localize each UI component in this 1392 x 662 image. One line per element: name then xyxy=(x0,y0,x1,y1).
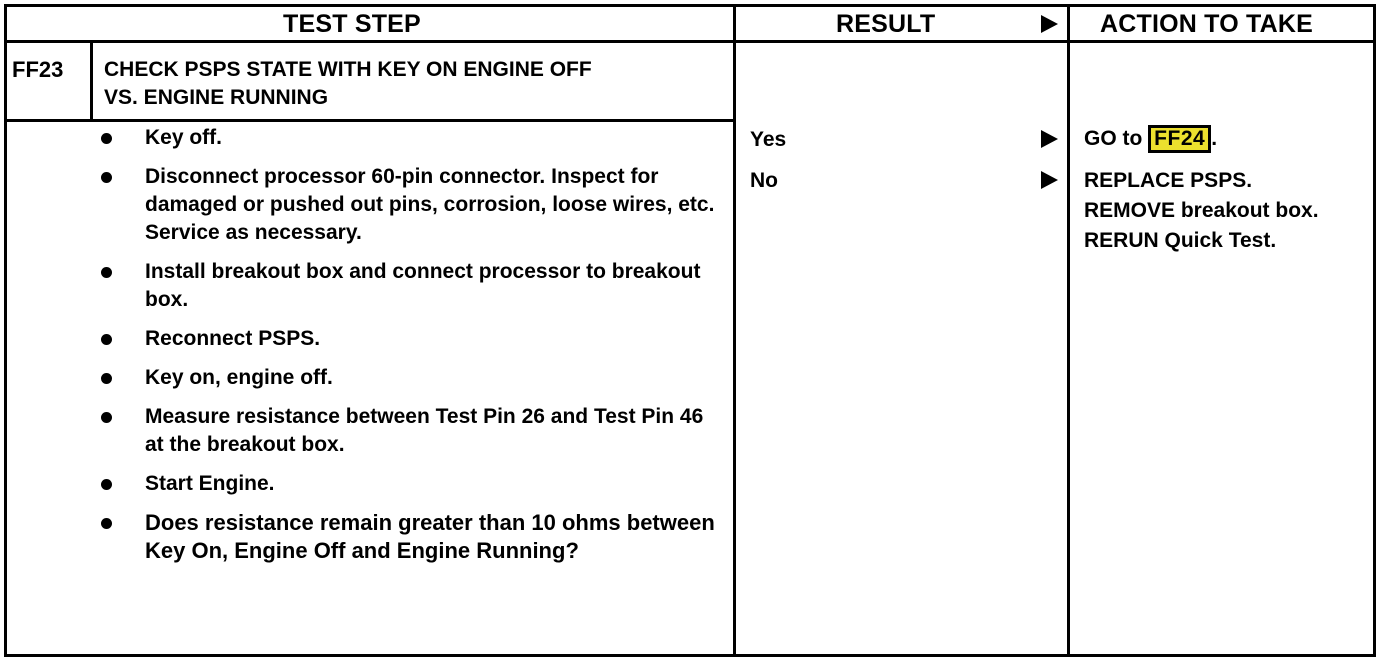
bullet-text: Key on, engine off. xyxy=(145,366,333,389)
bullet-icon xyxy=(101,133,112,144)
bullet-text: Reconnect PSPS. xyxy=(145,327,321,350)
bullet-icon xyxy=(101,334,112,345)
bullet-text: Install breakout box and connect process… xyxy=(145,260,701,311)
bullet-text: Measure resistance between Test Pin 26 a… xyxy=(145,405,704,456)
bullet-item: Measure resistance between Test Pin 26 a… xyxy=(95,403,725,459)
action-no: REPLACE PSPS. REMOVE breakout box. RERUN… xyxy=(1084,169,1319,252)
step-title: CHECK PSPS STATE WITH KEY ON ENGINE OFF … xyxy=(104,56,724,112)
table-frame xyxy=(4,4,1376,657)
bullet-icon xyxy=(101,412,112,423)
header-arrow-icon xyxy=(1041,15,1058,33)
result-yes-arrow-icon xyxy=(1041,130,1058,148)
step-id: FF23 xyxy=(12,57,64,82)
step-title-line1: CHECK PSPS STATE WITH KEY ON ENGINE OFF xyxy=(104,58,592,81)
header-rule xyxy=(4,40,1376,43)
bullet-icon xyxy=(101,172,112,183)
bullet-icon xyxy=(101,518,112,529)
action-yes-suffix: . xyxy=(1211,127,1218,150)
bullet-icon xyxy=(101,267,112,278)
step-title-line2: VS. ENGINE RUNNING xyxy=(104,86,329,109)
step-bullet-list: Key off. Disconnect processor 60-pin con… xyxy=(95,124,725,576)
divider-result-action xyxy=(1067,4,1070,657)
action-yes-prefix: GO to xyxy=(1084,127,1143,150)
result-yes: Yes xyxy=(750,128,787,151)
header-result: RESULT xyxy=(836,10,936,38)
bullet-icon xyxy=(101,479,112,490)
divider-step-result xyxy=(733,4,736,657)
bullet-icon xyxy=(101,373,112,384)
bullet-item: Disconnect processor 60-pin connector. I… xyxy=(95,163,725,247)
bullet-item-question: Does resistance remain greater than 10 o… xyxy=(95,509,725,565)
bullet-item: Key on, engine off. xyxy=(95,364,725,392)
bullet-item: Reconnect PSPS. xyxy=(95,325,725,353)
header-test-step: TEST STEP xyxy=(283,10,421,38)
bullet-item: Start Engine. xyxy=(95,470,725,498)
bullet-item: Install breakout box and connect process… xyxy=(95,258,725,314)
bullet-item: Key off. xyxy=(95,124,725,152)
result-no: No xyxy=(750,169,778,192)
action-yes: GO to FF24. xyxy=(1084,124,1364,154)
step-ref-link[interactable]: FF24 xyxy=(1148,125,1212,153)
bullet-text: Start Engine. xyxy=(145,472,275,495)
bullet-text: Key off. xyxy=(145,126,223,149)
header-action: ACTION TO TAKE xyxy=(1100,10,1313,38)
divider-step-id xyxy=(90,42,93,122)
bullet-text: Disconnect processor 60-pin connector. I… xyxy=(145,165,715,244)
result-no-arrow-icon xyxy=(1041,171,1058,189)
bullet-text: Does resistance remain greater than 10 o… xyxy=(145,510,715,563)
step-title-rule xyxy=(4,119,735,122)
